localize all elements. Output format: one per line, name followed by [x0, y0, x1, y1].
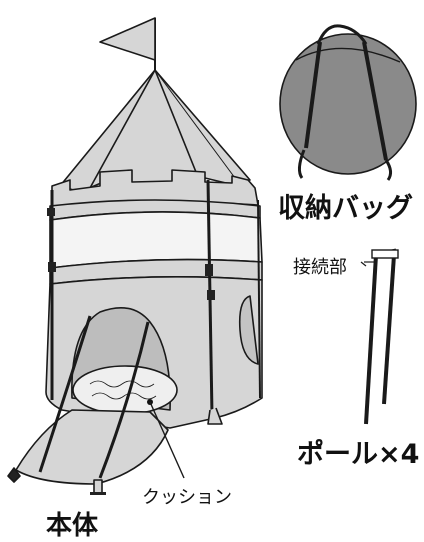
tent-side-window: [238, 295, 259, 365]
tent-door-flap: [15, 409, 169, 485]
storage-bag-label: 収納バッグ: [278, 193, 413, 224]
tent-roof: [59, 69, 251, 193]
tent-illustration: [7, 17, 263, 495]
storage-bag-illustration: [279, 24, 417, 181]
tent-flag: [99, 17, 156, 72]
poles-label: ポール×4: [297, 439, 420, 470]
poles-illustration: [360, 248, 399, 425]
main-body-label: 本体: [46, 511, 99, 541]
cushion-label: クッション: [142, 487, 232, 508]
joint-label: 接続部: [293, 257, 347, 278]
